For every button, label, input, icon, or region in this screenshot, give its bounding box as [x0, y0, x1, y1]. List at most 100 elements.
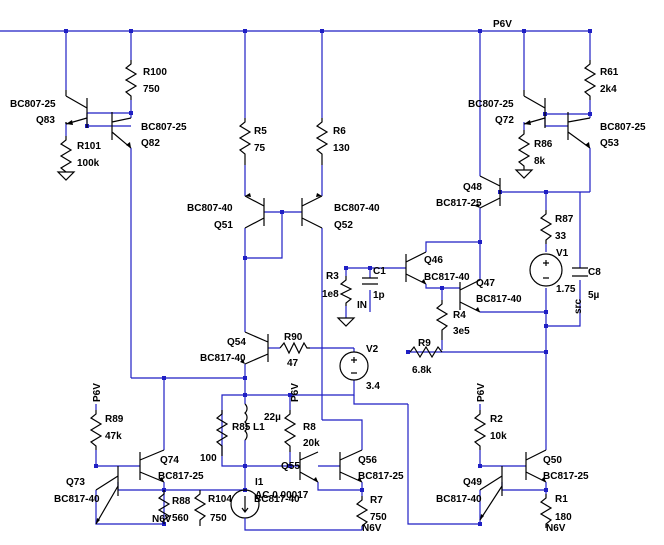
i1-value: AC 0.00017	[255, 490, 309, 501]
q72-name: Q72	[495, 115, 514, 126]
r6-name: R6	[333, 126, 346, 137]
r7-value: 750	[370, 512, 387, 523]
v2-name: V2	[366, 344, 379, 355]
q56-model: BC817-25	[358, 471, 404, 482]
net-src-label: src	[573, 299, 584, 314]
q82-model: BC807-25	[141, 122, 187, 133]
v1-value: 1.75	[556, 284, 576, 295]
r61-value: 2k4	[600, 84, 617, 95]
resistor-r6	[315, 118, 329, 165]
q51-name: Q51	[214, 220, 233, 231]
inductor-l1	[244, 403, 248, 441]
resistor-r5	[238, 118, 252, 165]
q51-model: BC807-40	[187, 203, 233, 214]
net-n6v-label-left: N6V	[152, 514, 172, 525]
transistor-q73	[95, 466, 119, 525]
transistor-q53	[567, 112, 591, 149]
r8-value: 20k	[303, 438, 320, 449]
r85-value: 100	[200, 453, 217, 464]
r101-value: 100k	[77, 158, 100, 169]
net-n6v-label-mid: N6V	[362, 523, 382, 534]
q50-name: Q50	[543, 455, 562, 466]
q56-name: Q56	[358, 455, 377, 466]
q74-name: Q74	[160, 455, 179, 466]
source-v1	[529, 253, 563, 287]
net-n6v-label-right: N6V	[546, 523, 566, 534]
l1-name: L1	[253, 422, 265, 433]
resistor-r7	[355, 496, 369, 527]
i1-name: I1	[255, 477, 264, 488]
r85-name: R85	[232, 422, 251, 433]
transistor-symbols	[65, 90, 591, 525]
resistor-r89	[89, 410, 103, 450]
resistor-r2	[473, 410, 487, 450]
resistor-r87	[539, 210, 553, 244]
q82-name: Q82	[141, 138, 160, 149]
q52-model: BC807-40	[334, 203, 380, 214]
resistor-r8	[283, 410, 297, 452]
r88-name: R88	[172, 496, 191, 507]
r7-name: R7	[370, 495, 383, 506]
capacitor-c1	[362, 277, 378, 285]
c8-value: 5µ	[588, 290, 600, 301]
q53-name: Q53	[600, 138, 619, 149]
r86-name: R86	[534, 139, 553, 150]
resistor-r1	[539, 494, 553, 528]
transistor-q51	[244, 195, 265, 229]
transistor-q55	[299, 451, 319, 483]
transistor-q72	[523, 90, 546, 128]
resistor-r3	[339, 276, 353, 306]
l1-value: 22µ	[264, 412, 281, 423]
v1-name: V1	[556, 248, 569, 259]
r1-value: 180	[555, 512, 572, 523]
r1-name: R1	[555, 494, 568, 505]
v2-value: 3.4	[366, 381, 380, 392]
r104-value: 750	[210, 513, 227, 524]
r104-name: R104	[208, 494, 232, 505]
transistor-q82	[111, 112, 132, 149]
r90-value: 47	[287, 358, 299, 369]
r88-value: 560	[172, 513, 189, 524]
r9-name: R9	[418, 338, 431, 349]
r5-name: R5	[254, 126, 267, 137]
q48-model: BC817-25	[436, 198, 482, 209]
q50-model: BC817-25	[543, 471, 589, 482]
q73-model: BC817-40	[54, 494, 100, 505]
r9-value: 6.8k	[412, 365, 432, 376]
q52-name: Q52	[334, 220, 353, 231]
resistor-r90	[279, 341, 310, 355]
q53-model: BC807-25	[600, 122, 646, 133]
label-layer: P6V R100 750 R101 100k R5 75 R6 130 R61 …	[10, 19, 646, 534]
resistor-symbols	[59, 60, 597, 528]
q48-name: Q48	[463, 182, 482, 193]
q47-model: BC817-40	[476, 294, 522, 305]
r6-value: 130	[333, 143, 350, 154]
r5-value: 75	[254, 143, 266, 154]
wire-network	[0, 30, 591, 531]
resistor-r4	[435, 300, 449, 340]
resistor-r101	[59, 136, 73, 173]
q74-model: BC817-25	[158, 471, 204, 482]
transistor-q46	[405, 251, 427, 285]
q49-name: Q49	[463, 477, 482, 488]
net-p6v-label-right: P6V	[476, 383, 487, 402]
r3-name: R3	[326, 271, 339, 282]
source-v2	[339, 351, 369, 381]
q47-name: Q47	[476, 278, 495, 289]
transistor-q49	[479, 466, 503, 521]
resistor-r88	[157, 490, 171, 524]
passive-and-source-symbols	[56, 169, 588, 520]
r87-value: 33	[555, 231, 567, 242]
c8-name: C8	[588, 267, 601, 278]
c1-name: C1	[373, 266, 386, 277]
resistor-r61	[583, 60, 597, 100]
q55-model: BC817-40	[254, 494, 300, 505]
transistor-q48	[479, 175, 501, 209]
capacitor-c8	[572, 267, 588, 277]
r90-name: R90	[284, 332, 303, 343]
resistor-r104	[193, 490, 207, 526]
net-p6v-label-left: P6V	[92, 383, 103, 402]
q72-model: BC807-25	[468, 99, 514, 110]
q73-name: Q73	[66, 477, 85, 488]
